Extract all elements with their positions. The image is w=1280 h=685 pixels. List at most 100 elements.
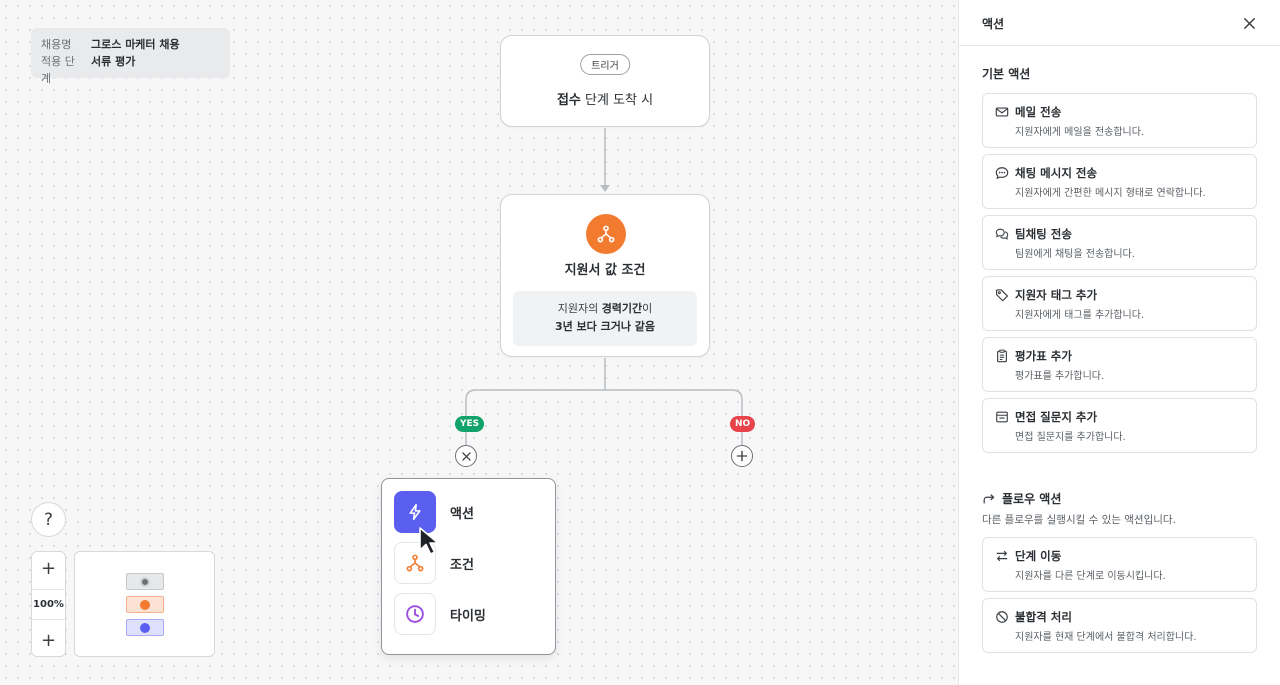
menu-item-timing[interactable]: 타이밍 bbox=[394, 593, 486, 635]
close-icon bbox=[1243, 17, 1255, 29]
card-desc: 지원자에게 태그를 추가합니다. bbox=[1015, 310, 1145, 321]
card-desc: 팀원에게 채팅을 전송합니다. bbox=[1015, 249, 1135, 260]
job-info-box: 채용명 그로스 마케터 채용 적용 단계 서류 평가 bbox=[31, 28, 230, 85]
trigger-text: 접수 단계 도착 시 bbox=[501, 89, 709, 108]
mail-icon bbox=[995, 107, 1009, 117]
flow-canvas[interactable]: 채용명 그로스 마케터 채용 적용 단계 서류 평가 트리거 접수 단계 도착 … bbox=[0, 0, 958, 685]
condition-value: 3년 보다 크거나 같음 bbox=[554, 320, 656, 333]
card-head: 메일 전송 bbox=[995, 104, 1061, 120]
trigger-stage-name: 접수 bbox=[556, 93, 581, 108]
action-panel: 액션 기본 액션 메일 전송 지원자에게 메일을 전송합니다. 채팅 메시지 전… bbox=[958, 0, 1280, 685]
close-branch-button[interactable] bbox=[455, 445, 477, 467]
card-head: 평가표 추가 bbox=[995, 348, 1072, 364]
basic-actions-title: 기본 액션 bbox=[982, 65, 1030, 82]
form-icon bbox=[996, 411, 1008, 423]
zoom-control: + 100% + bbox=[31, 551, 66, 657]
card-desc: 지원자를 다른 단계로 이동시킵니다. bbox=[1015, 571, 1166, 582]
card-desc: 지원자를 현재 단계에서 불합격 처리합니다. bbox=[1015, 632, 1197, 643]
condition-particle: 이 bbox=[642, 302, 653, 315]
condition-prefix: 지원자의 bbox=[557, 302, 602, 315]
minimap-action-node bbox=[126, 619, 164, 636]
minimap-dot bbox=[140, 576, 150, 587]
action-card-reject[interactable]: 불합격 처리 지원자를 현재 단계에서 불합격 처리합니다. bbox=[982, 598, 1257, 653]
add-branch-button[interactable] bbox=[731, 445, 753, 467]
minimap[interactable] bbox=[74, 551, 215, 657]
card-title: 불합격 처리 bbox=[1015, 610, 1072, 624]
card-title: 채팅 메시지 전송 bbox=[1015, 166, 1098, 180]
lightning-icon bbox=[394, 491, 436, 533]
swap-icon bbox=[996, 550, 1008, 562]
info-value: 서류 평가 bbox=[91, 55, 136, 68]
trigger-node[interactable]: 트리거 접수 단계 도착 시 bbox=[500, 35, 710, 127]
section-title-text: 기본 액션 bbox=[982, 67, 1031, 81]
card-head: 채팅 메시지 전송 bbox=[995, 165, 1097, 181]
block-icon bbox=[996, 611, 1008, 623]
clipboard-icon bbox=[997, 349, 1007, 363]
action-card-tag[interactable]: 지원자 태그 추가 지원자에게 태그를 추가합니다. bbox=[982, 276, 1257, 331]
redirect-arrow-icon bbox=[983, 493, 995, 503]
menu-item-label: 조건 bbox=[450, 557, 474, 573]
card-desc: 지원자에게 메일을 전송합니다. bbox=[1015, 127, 1145, 138]
panel-header: 액션 bbox=[959, 0, 1280, 46]
zoom-in-button[interactable]: + bbox=[40, 557, 57, 579]
condition-field: 경력기간 bbox=[601, 302, 643, 315]
condition-line-2: 3년 보다 크거나 같음 bbox=[513, 318, 697, 336]
info-row-job: 채용명 그로스 마케터 채용 bbox=[41, 36, 220, 53]
section-title-text: 플로우 액션 bbox=[1002, 492, 1062, 506]
card-head: 지원자 태그 추가 bbox=[995, 287, 1097, 303]
branch-icon bbox=[586, 214, 626, 254]
help-button[interactable]: ? bbox=[31, 502, 66, 537]
yes-badge: YES bbox=[455, 416, 485, 432]
condition-node[interactable]: 지원서 값 조건 지원자의 경력기간이 3년 보다 크거나 같음 bbox=[500, 194, 710, 357]
card-title: 평가표 추가 bbox=[1015, 349, 1072, 363]
card-head: 단계 이동 bbox=[995, 548, 1061, 564]
info-row-stage: 적용 단계 서류 평가 bbox=[41, 53, 220, 87]
minimap-dot bbox=[140, 599, 150, 610]
minimap-condition-node bbox=[126, 596, 164, 613]
action-card-scorecard[interactable]: 평가표 추가 평가표를 추가합니다. bbox=[982, 337, 1257, 392]
action-card-move-stage[interactable]: 단계 이동 지원자를 다른 단계로 이동시킵니다. bbox=[982, 537, 1257, 592]
zoom-out-button[interactable]: + bbox=[40, 629, 57, 651]
card-title: 면접 질문지 추가 bbox=[1015, 410, 1098, 424]
chat-icon bbox=[995, 167, 1009, 180]
flow-actions-desc: 다른 플로우를 실행시킬 수 있는 액션입니다. bbox=[982, 514, 1176, 526]
card-desc: 지원자에게 간편한 메시지 형태로 연락합니다. bbox=[1015, 188, 1206, 199]
trigger-pill: 트리거 bbox=[580, 54, 630, 75]
panel-close-button[interactable] bbox=[1240, 14, 1258, 32]
card-title: 팀채팅 전송 bbox=[1015, 227, 1072, 241]
tag-icon bbox=[996, 289, 1008, 302]
card-head: 면접 질문지 추가 bbox=[995, 409, 1097, 425]
card-head: 불합격 처리 bbox=[995, 609, 1072, 625]
menu-item-action[interactable]: 액션 bbox=[394, 491, 474, 533]
panel-title: 액션 bbox=[982, 17, 1005, 31]
action-card-team-chat[interactable]: 팀채팅 전송 팀원에게 채팅을 전송합니다. bbox=[982, 215, 1257, 270]
card-desc: 면접 질문지를 추가합니다. bbox=[1015, 432, 1126, 443]
condition-line-1: 지원자의 경력기간이 bbox=[513, 300, 697, 318]
card-title: 지원자 태그 추가 bbox=[1015, 288, 1098, 302]
mouse-cursor-icon bbox=[419, 527, 439, 555]
menu-item-label: 타이밍 bbox=[450, 608, 486, 624]
action-card-chat[interactable]: 채팅 메시지 전송 지원자에게 간편한 메시지 형태로 연락합니다. bbox=[982, 154, 1257, 209]
team-chat-icon bbox=[995, 228, 1009, 240]
action-card-email[interactable]: 메일 전송 지원자에게 메일을 전송합니다. bbox=[982, 93, 1257, 148]
clock-icon bbox=[394, 593, 436, 635]
action-card-questionnaire[interactable]: 면접 질문지 추가 면접 질문지를 추가합니다. bbox=[982, 398, 1257, 453]
minimap-dot bbox=[140, 622, 150, 633]
info-value: 그로스 마케터 채용 bbox=[91, 38, 180, 51]
plus-icon bbox=[736, 450, 748, 462]
card-title: 단계 이동 bbox=[1015, 549, 1062, 563]
info-key: 적용 단계 bbox=[41, 55, 75, 85]
add-node-menu: 액션 조건 타이밍 bbox=[381, 478, 556, 655]
condition-summary: 지원자의 경력기간이 3년 보다 크거나 같음 bbox=[513, 291, 697, 346]
card-desc: 평가표를 추가합니다. bbox=[1015, 371, 1105, 382]
zoom-level: 100% bbox=[32, 589, 65, 620]
minimap-trigger-node bbox=[126, 573, 164, 590]
condition-title: 지원서 값 조건 bbox=[564, 263, 646, 278]
card-head: 팀채팅 전송 bbox=[995, 226, 1072, 242]
info-key: 채용명 bbox=[41, 38, 72, 51]
trigger-text-rest: 단계 도착 시 bbox=[580, 93, 654, 108]
flow-actions-title: 플로우 액션 bbox=[982, 490, 1061, 507]
close-icon bbox=[461, 451, 471, 461]
card-title: 메일 전송 bbox=[1015, 105, 1062, 119]
no-badge: NO bbox=[730, 416, 756, 432]
